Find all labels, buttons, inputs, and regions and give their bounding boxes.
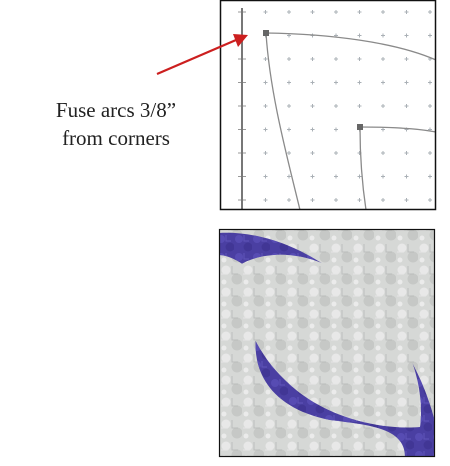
grid-dot: [428, 33, 432, 38]
grid-dot: [428, 174, 432, 179]
grid-dot: [381, 104, 385, 108]
grid-dot: [263, 198, 268, 202]
fabric-block: [218, 228, 436, 458]
grid-dot: [310, 80, 315, 85]
grid-dot: [404, 10, 409, 14]
grid-dot: [404, 104, 409, 108]
grid-dot: [381, 198, 385, 202]
grid-dot: [357, 10, 362, 14]
grid-dot: [287, 127, 291, 132]
grid-dot: [357, 198, 362, 202]
grid-dot: [381, 174, 385, 179]
grid-dot: [287, 174, 291, 179]
grid-dot: [310, 127, 315, 132]
outer-arc-top: [265, 32, 436, 61]
grid-dot: [310, 10, 315, 14]
grid-dot: [263, 151, 268, 155]
fabric-melon-texture: [232, 254, 421, 428]
grid-dot: [381, 80, 385, 85]
fabric-frame: [218, 228, 436, 458]
grid-dot: [310, 57, 315, 61]
grid-dot: [404, 198, 409, 202]
grid-dot: [381, 57, 385, 61]
grid-dot: [263, 80, 268, 85]
outer-arc-side: [265, 32, 301, 210]
grid-dot: [287, 57, 291, 61]
grid-dot: [428, 104, 432, 108]
grid-dots: [238, 10, 432, 202]
grid-dot: [428, 80, 432, 85]
inner-arc-side: [359, 126, 367, 210]
grid-dot: [334, 198, 338, 202]
grid-dot: [310, 104, 315, 108]
grid-frame: [219, 0, 437, 211]
inner-corner-marker: [357, 124, 363, 130]
instruction-caption: Fuse arcs 3/8” from corners: [26, 96, 206, 152]
grid-dot: [310, 151, 315, 155]
caption-line-1: Fuse arcs 3/8”: [55, 98, 177, 122]
grid-dot: [428, 10, 432, 14]
grid-dot: [334, 151, 338, 155]
grid-dot: [334, 10, 338, 14]
grid-background: [220, 0, 436, 210]
grid-dot: [310, 198, 315, 202]
arrow-head-icon: [233, 34, 248, 47]
grid-dot: [357, 174, 362, 179]
grid-dot: [287, 104, 291, 108]
grid-dot: [404, 174, 409, 179]
outer-corner-marker: [263, 30, 269, 36]
grid-dot: [404, 33, 409, 38]
grid-dot: [263, 127, 268, 132]
caption-line-2: from corners: [62, 126, 170, 150]
grid-dot: [263, 104, 268, 108]
grid-dot: [404, 80, 409, 85]
grid-dot: [287, 10, 291, 14]
grid-dot: [428, 198, 432, 202]
grid-dot: [263, 10, 268, 14]
grid-dot: [287, 80, 291, 85]
grid-dot: [381, 33, 385, 38]
grid-dot: [334, 127, 338, 132]
grid-dot: [428, 151, 432, 155]
grid-dot: [334, 80, 338, 85]
grid-diagram: [219, 0, 437, 211]
grid-dot: [357, 104, 362, 108]
grid-dot: [381, 10, 385, 14]
grid-dot: [357, 57, 362, 61]
grid-dot: [404, 151, 409, 155]
arrow-shaft: [156, 38, 237, 76]
grid-dot: [263, 174, 268, 179]
grid-dot: [287, 151, 291, 155]
grid-dot: [263, 57, 268, 61]
grid-dot: [381, 127, 385, 132]
grid-dot: [357, 80, 362, 85]
inner-arc-top: [359, 126, 436, 133]
grid-dot: [334, 57, 338, 61]
grid-dot: [334, 104, 338, 108]
pointer-arrow: [156, 34, 248, 76]
grid-dot: [381, 151, 385, 155]
grid-dot: [334, 174, 338, 179]
grid-dot: [357, 33, 362, 38]
grid-dot: [310, 174, 315, 179]
grid-dot: [404, 57, 409, 61]
grid-dot: [287, 198, 291, 202]
